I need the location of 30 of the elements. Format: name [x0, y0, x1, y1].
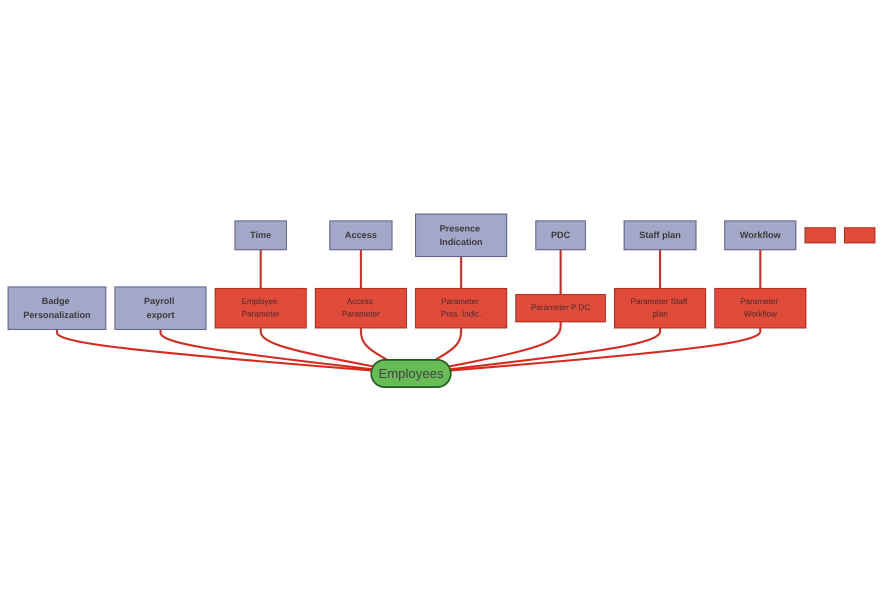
- connector: [759, 250, 762, 289]
- node-box: Workflow: [724, 220, 796, 251]
- node-box: Parameter Workflow: [714, 288, 806, 329]
- node-box: Parameter Staff plan: [614, 288, 706, 329]
- connector: [460, 256, 462, 289]
- node-box: [804, 228, 836, 244]
- node-box: Staff plan: [624, 220, 697, 251]
- node-box: Access Parameter: [314, 288, 407, 329]
- node-box: Employee Parameter: [214, 288, 307, 329]
- node-box: Payroll export: [114, 286, 207, 330]
- node-box: PDC: [535, 220, 586, 251]
- connector: [360, 328, 388, 362]
- connector: [56, 330, 372, 372]
- node-box: Badge Personalization: [8, 286, 106, 330]
- node-box: Parameter Pres. Indic.: [415, 288, 508, 329]
- node-box: Time: [234, 220, 287, 251]
- connector: [260, 328, 374, 368]
- connector: [360, 250, 362, 289]
- node-box: Parameter P DC: [515, 294, 606, 323]
- node-box: Access: [329, 220, 393, 251]
- connector: [659, 250, 662, 289]
- connector: [560, 250, 562, 295]
- connector: [159, 330, 372, 371]
- connector: [260, 250, 262, 289]
- connector: [450, 328, 762, 372]
- node-box: Presence Indication: [415, 214, 508, 258]
- connector: [450, 328, 662, 371]
- connector: [448, 322, 562, 368]
- node-box: [844, 228, 876, 244]
- connector: [434, 328, 462, 362]
